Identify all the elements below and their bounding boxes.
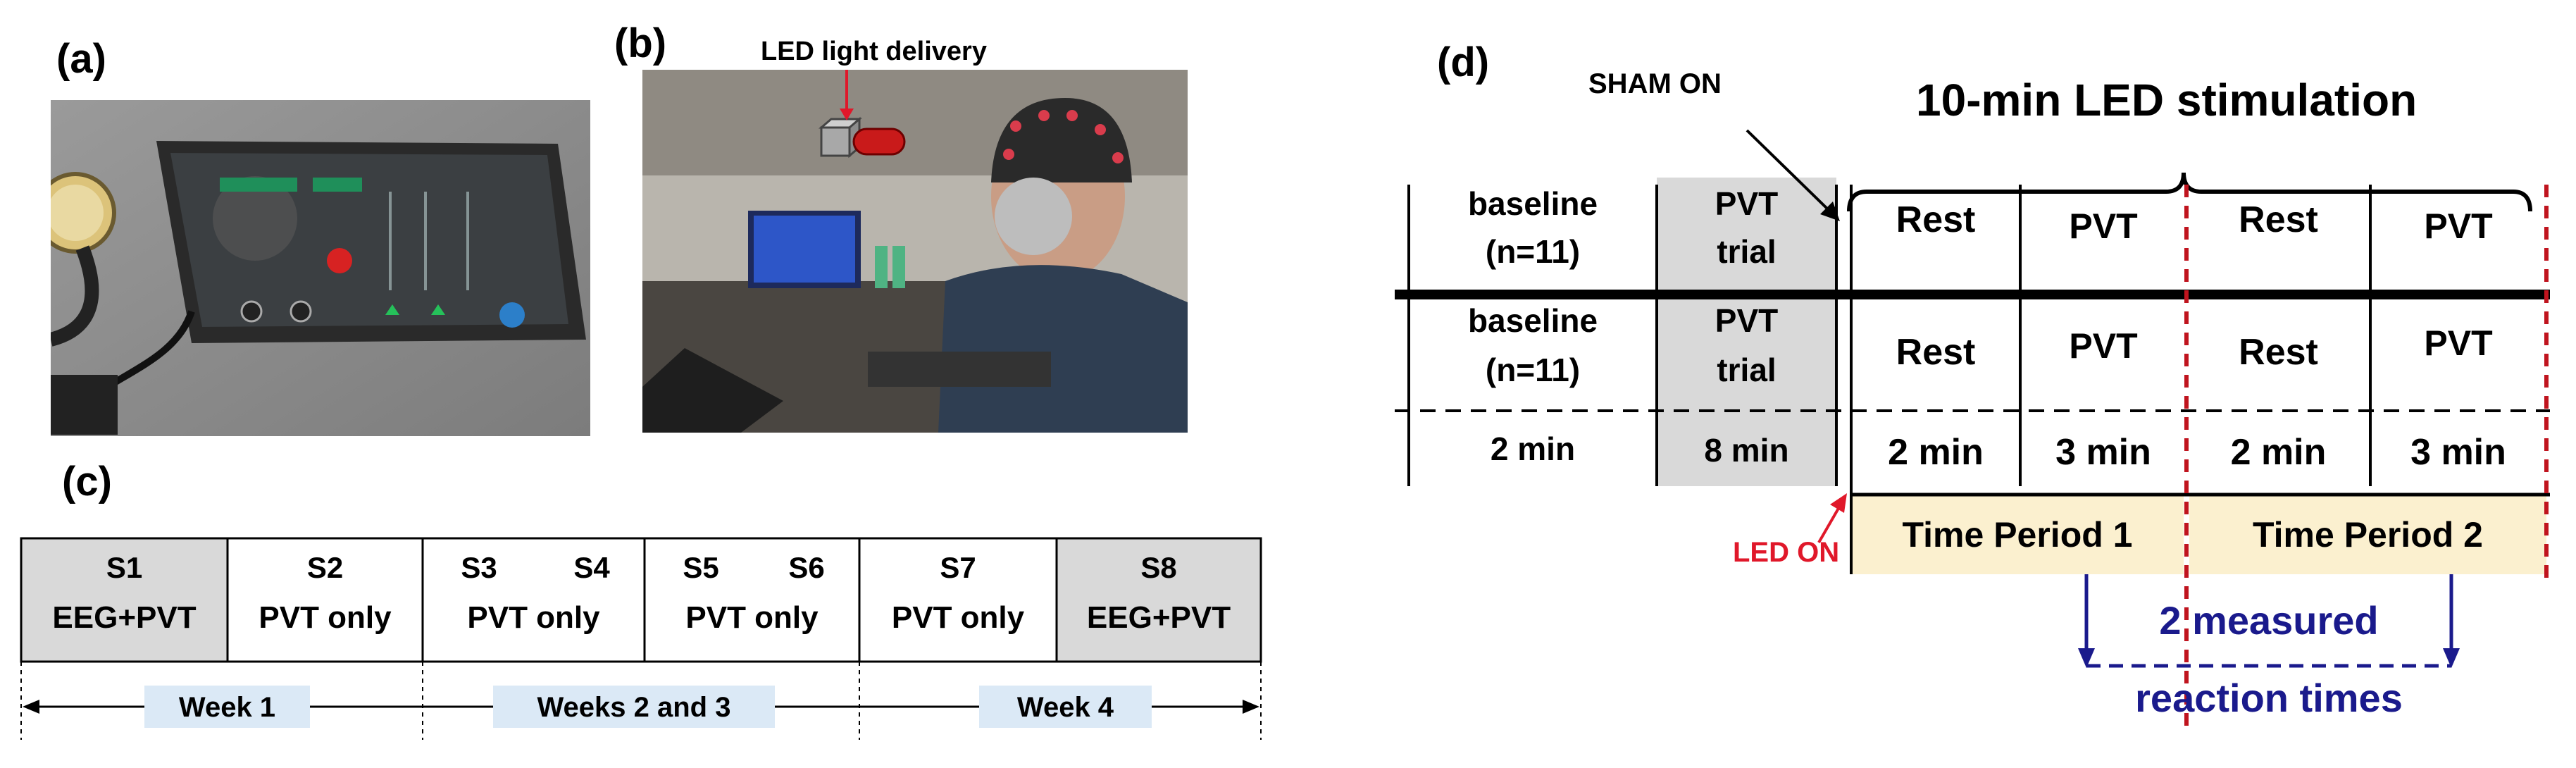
row1-trial: trial: [1717, 233, 1777, 270]
row2-pvt-1: PVT: [2069, 326, 2138, 366]
row2-n: (n=11): [1485, 352, 1581, 388]
session-s1-task: EEG+PVT: [52, 600, 197, 635]
row1-n: (n=11): [1485, 233, 1581, 270]
session-s2-name: S2: [306, 551, 344, 584]
row2-rest-2: Rest: [2239, 332, 2318, 373]
measured-label-line1: 2 measured: [2159, 598, 2379, 643]
session-s8-name: S8: [1140, 551, 1177, 584]
session-cell-s1: [21, 538, 228, 662]
time-period-2-label: Time Period 2: [2253, 515, 2483, 555]
row3-pvt1-duration: 3 min: [2055, 432, 2151, 473]
panel-c-label: (c): [62, 459, 112, 504]
session-s34-task: PVT only: [467, 600, 600, 635]
led-light-delivery-label: LED light delivery: [761, 37, 987, 66]
session-s3-name: S3: [461, 551, 497, 584]
time-period-1-box: [1851, 495, 2184, 574]
row2-baseline: baseline: [1467, 302, 1598, 339]
row1-rest-2: Rest: [2239, 199, 2318, 240]
row2-rest-1: Rest: [1896, 332, 1976, 373]
panel-a-photo: [51, 100, 590, 436]
pvt-trial-column: [1657, 178, 1836, 486]
row1-pvt-1: PVT: [2069, 206, 2138, 246]
row2-pvt: PVT: [1715, 302, 1779, 339]
row1-baseline: baseline: [1467, 185, 1598, 222]
row1-rest-1: Rest: [1896, 199, 1976, 240]
panel-a-label: (a): [56, 36, 106, 82]
session-s7-name: S7: [940, 551, 976, 584]
session-s1-name: S1: [106, 551, 143, 584]
session-schedule-table: [20, 537, 1262, 740]
row1-pvt: PVT: [1715, 185, 1779, 222]
time-period-1-label: Time Period 1: [1902, 515, 2133, 555]
row3-rest1-duration: 2 min: [1888, 432, 1984, 473]
row3-pvt2-duration: 3 min: [2410, 432, 2506, 473]
led-on-label: LED ON: [1733, 537, 1840, 568]
session-s5-name: S5: [683, 551, 719, 584]
session-s56-task: PVT only: [685, 600, 819, 635]
row1-pvt-2: PVT: [2424, 206, 2493, 246]
row3-baseline-duration: 2 min: [1490, 431, 1576, 467]
session-s2-task: PVT only: [259, 600, 392, 635]
session-s7-task: PVT only: [891, 600, 1025, 635]
row3-rest2-duration: 2 min: [2230, 432, 2327, 473]
time-period-2-box: [2189, 495, 2546, 574]
stimulation-title: 10-min LED stimulation: [1916, 75, 2418, 125]
sham-on-label: SHAM ON: [1588, 68, 1722, 99]
session-s6-name: S6: [788, 551, 825, 584]
panel-b-label: (b): [614, 20, 667, 66]
session-cell-s8: [1057, 538, 1261, 662]
week-4-label: Week 4: [1016, 692, 1114, 723]
panel-d-label: (d): [1437, 39, 1490, 85]
row3-trial-duration: 8 min: [1704, 432, 1789, 469]
measured-label-line2: reaction times: [2135, 676, 2403, 720]
weeks-2-3-label: Weeks 2 and 3: [537, 692, 731, 723]
protocol-diagram: [1395, 129, 2550, 729]
row2-trial: trial: [1717, 352, 1777, 388]
session-s8-task: EEG+PVT: [1086, 600, 1231, 635]
session-s4-name: S4: [573, 551, 610, 584]
row2-pvt-2: PVT: [2424, 323, 2493, 363]
week-1-label: Week 1: [178, 692, 276, 723]
panel-b-photo: [642, 70, 1188, 433]
